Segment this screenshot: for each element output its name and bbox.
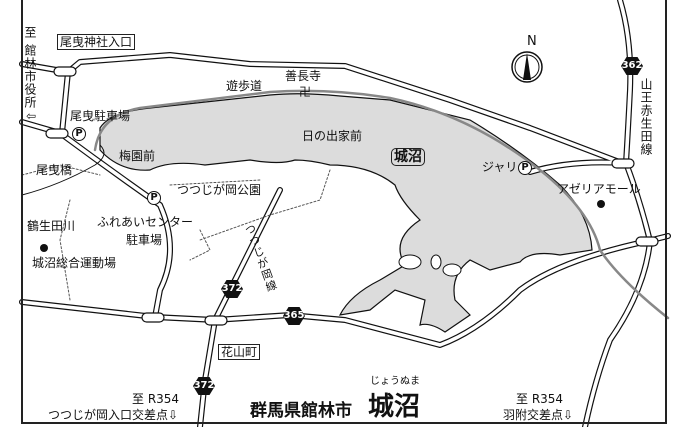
label-to-r354-left: 至 R354	[132, 392, 180, 406]
label-hanetsuki: 羽附交差点⇩	[503, 408, 574, 422]
traffic-signal-icon	[45, 66, 659, 326]
parking-icon: P	[147, 191, 161, 205]
temple-icon: 卍	[299, 85, 312, 99]
label-hanayamacho: 花山町	[218, 344, 261, 360]
label-to-city-hall: 至 館林市役所	[23, 26, 37, 109]
label-to-r354-right: 至 R354	[516, 392, 564, 406]
compass-north-icon	[511, 51, 543, 83]
parking-icon: P	[518, 161, 532, 175]
route-372-icon: 372	[193, 377, 215, 395]
label-sanno-road: 山王赤生田線	[639, 78, 653, 156]
route-365-icon: 365	[283, 307, 305, 325]
title-name: 城沼	[368, 392, 421, 422]
route-362-icon: 362	[621, 57, 643, 75]
label-baienmae: 梅園前	[119, 149, 156, 163]
label-lake-name: 城沼	[391, 148, 425, 166]
map-frame	[21, 0, 667, 424]
label-obiki-parking: 尾曳駐車場	[70, 109, 131, 123]
route-372-icon: 372	[221, 280, 243, 298]
label-obiki-shrine-entrance: 尾曳神社入口	[57, 34, 136, 50]
label-tsurushoda-river: 鶴生田川	[27, 219, 76, 233]
label-fureai-parking: 駐車場	[126, 233, 163, 247]
label-sports-ground: 城沼総合運動場	[32, 256, 117, 270]
north-label: N	[527, 34, 537, 49]
arrow-left-icon: ⇦	[26, 109, 37, 123]
title-reading: じょうぬま	[370, 376, 420, 387]
label-tsutsujigaoka-park: つつじが岡公園	[177, 183, 262, 197]
parking-icon: P	[72, 127, 86, 141]
label-obiki-bridge: 尾曳橋	[36, 163, 73, 177]
label-fureai-center: ふれあいセンター	[97, 215, 194, 229]
title-location: 群馬県館林市	[250, 401, 352, 421]
label-azalea-mall: アゼリアモール	[557, 182, 641, 196]
label-jari: ジャリ	[482, 160, 518, 174]
facility-dot-icon	[40, 244, 48, 252]
label-tsutsujigaoka-entrance: つつじが岡入口交差点⇩	[48, 408, 179, 422]
facility-dot-icon	[597, 200, 605, 208]
label-zenchoji: 善長寺	[285, 69, 322, 83]
label-hinodeyamae: 日の出家前	[302, 129, 363, 143]
label-promenade: 遊歩道	[226, 79, 263, 93]
